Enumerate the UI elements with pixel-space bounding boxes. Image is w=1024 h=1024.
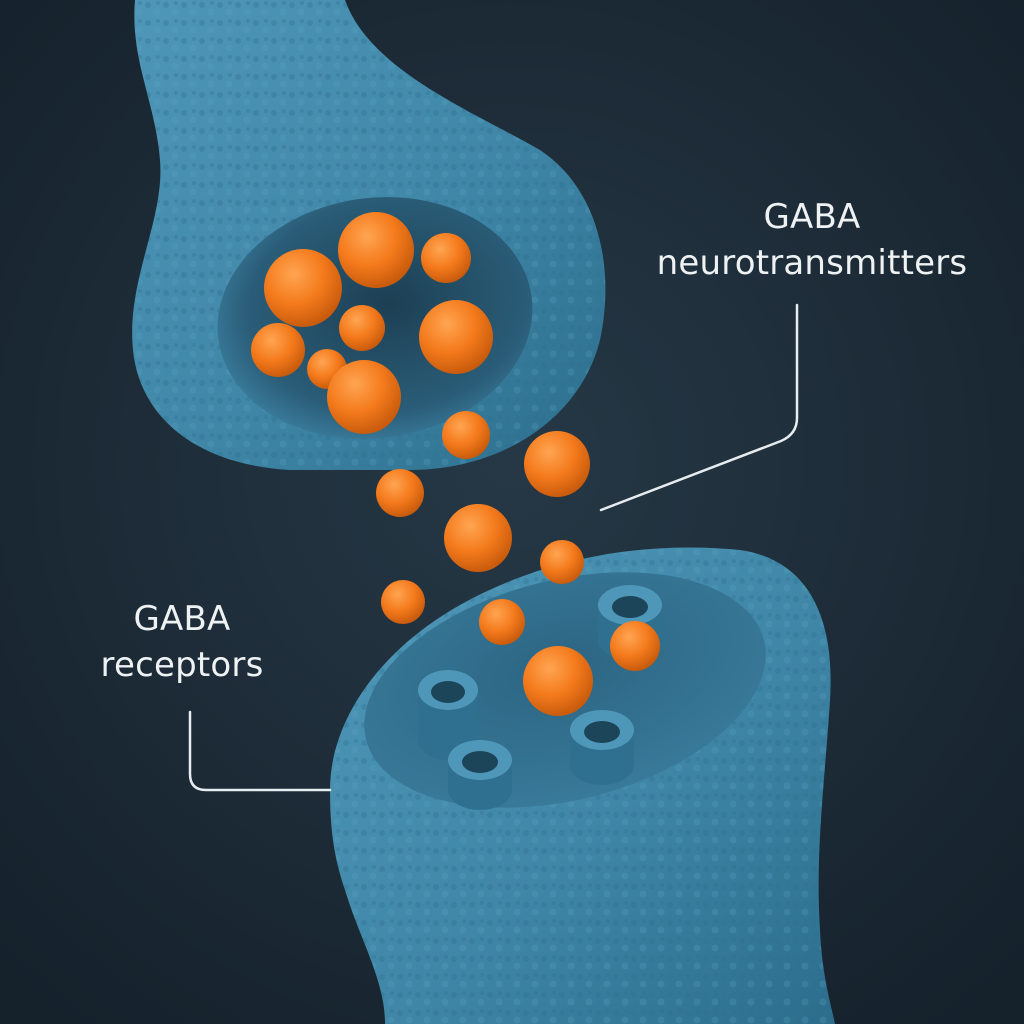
vesicle [251,323,305,377]
label-line-1: GABA [763,197,861,237]
leader-line-receptors [188,710,332,792]
vesicle [264,249,342,327]
vesicle [327,360,401,434]
receptor-icon [448,740,512,810]
leader-line-neurotransmitters [599,303,799,512]
vesicle [523,646,593,716]
label-gaba-receptors: GABA receptors [52,596,312,688]
vesicle [381,580,425,624]
vesicle [442,411,490,459]
vesicle [444,504,512,572]
vesicle [524,431,590,497]
vesicle [376,469,424,517]
receptor-icon [418,670,478,760]
vesicle [421,233,471,283]
vesicle [419,300,493,374]
vesicle [479,599,525,645]
vesicle [610,621,660,671]
vesicle [338,212,414,288]
label-gaba-neurotransmitters: GABA neurotransmitters [612,194,1012,286]
label-line-2: receptors [100,645,264,685]
vesicle [540,540,584,584]
receptor-icon [570,710,634,785]
label-line-1: GABA [133,599,231,639]
vesicle [339,305,385,351]
label-line-2: neurotransmitters [656,243,968,283]
vesicle-group [251,212,660,716]
